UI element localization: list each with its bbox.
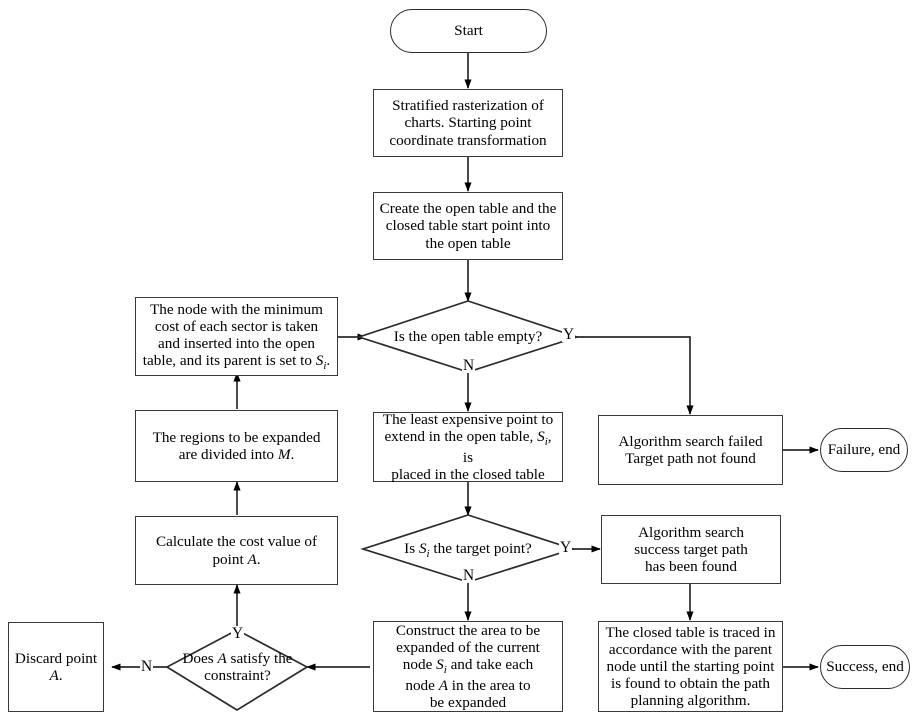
regions-line-2-pre: are divided into <box>178 446 278 463</box>
node-min-cost-insert[interactable]: The node with the minimum cost of each s… <box>135 297 338 376</box>
trace-line-3: node until the starting point <box>606 658 775 675</box>
success-line-3: has been found <box>645 558 737 575</box>
discard-line-1: Discard point <box>14 649 98 667</box>
branch-label-istarget-yes: Y <box>559 539 573 556</box>
calccost-line-1: Calculate the cost value of <box>155 533 318 551</box>
branch-label-constraint-yes: Y <box>231 625 245 642</box>
calccost-line-2-post: . <box>256 550 261 568</box>
node-stratified-label: Stratified rasterization of charts. Star… <box>389 97 547 149</box>
least-line-3: placed in the closed table <box>391 465 545 483</box>
node-regions-text: The regions to be expanded are divided i… <box>153 429 321 463</box>
regions-symbol-m: M <box>277 446 291 463</box>
node-min-cost-text: The node with the minimum cost of each s… <box>143 301 330 372</box>
discard-symbol-a: A <box>49 667 59 684</box>
istarget-pre: Is <box>404 539 419 557</box>
node-regions-divided[interactable]: The regions to be expanded are divided i… <box>135 410 338 482</box>
construct-symbol-a: A <box>438 676 448 694</box>
trace-line-1: The closed table is traced in <box>605 623 776 641</box>
node-least-text: The least expensive point to extend in t… <box>378 411 558 482</box>
istarget-subscript-i: i <box>426 547 430 560</box>
success-line-1: Algorithm search <box>638 523 744 541</box>
min-cost-subscript-i: i <box>323 359 327 372</box>
node-construct-area[interactable]: Construct the area to be expanded of the… <box>373 621 563 712</box>
node-discard-point[interactable]: Discard point A. <box>8 622 104 712</box>
calccost-line-2-pre: point <box>212 550 248 568</box>
min-cost-line-3: and inserted into the open <box>158 334 315 352</box>
node-least-expensive-point[interactable]: The least expensive point to extend in t… <box>373 411 563 483</box>
node-failure-end[interactable]: Failure, end <box>820 428 908 472</box>
construct-line-3-post: and take each <box>446 656 534 674</box>
node-does-a-satisfy-constraint[interactable]: Does A satisfy the constraint? <box>165 648 310 686</box>
node-is-open-table-empty[interactable]: Is the open table empty? <box>348 325 588 349</box>
branch-label-constraint-no: N <box>140 658 154 675</box>
min-cost-line-1: The node with the minimum <box>150 300 323 318</box>
calccost-symbol-a: A <box>247 550 257 568</box>
istarget-post: the target point? <box>429 539 532 557</box>
node-create-tables[interactable]: Create the open table and the closed tab… <box>373 192 563 260</box>
branch-label-openempty-yes: Y <box>562 326 576 343</box>
regions-line-2-post: . <box>290 446 295 463</box>
node-trace-text: The closed table is traced in accordance… <box>606 624 776 709</box>
decision-constraint-text: Does A satisfy the constraint? <box>182 650 292 684</box>
construct-line-4-post: in the area to <box>447 676 531 694</box>
construct-line-3-pre: node <box>402 656 437 674</box>
regions-line-1: The regions to be expanded <box>152 428 321 446</box>
node-is-si-target-point[interactable]: Is Si the target point? <box>378 538 558 562</box>
node-start-label: Start <box>454 22 483 40</box>
construct-line-1: Construct the area to be <box>395 622 541 640</box>
trace-line-5: planning algorithm. <box>630 692 751 710</box>
least-line-2-pre: extend in the open table, <box>384 428 538 446</box>
min-cost-symbol-s: S <box>315 351 324 369</box>
trace-line-4: is found to obtain the path <box>610 675 770 693</box>
least-line-1: The least expensive point to <box>382 411 554 429</box>
node-success-text: Algorithm search success target path has… <box>634 524 748 575</box>
branch-label-openempty-no: N <box>462 357 476 374</box>
least-subscript-i: i <box>544 436 548 449</box>
least-line-2-post: , is <box>462 428 552 466</box>
node-calculate-cost[interactable]: Calculate the cost value of point A. <box>135 516 338 585</box>
decision-istarget-text: Is Si the target point? <box>404 540 532 560</box>
node-search-success[interactable]: Algorithm search success target path has… <box>601 515 781 584</box>
trace-line-2: accordance with the parent <box>608 640 773 658</box>
failed-line-2: Target path not found <box>625 450 756 467</box>
node-start[interactable]: Start <box>390 9 547 53</box>
constraint-line-1-pre: Does <box>182 649 218 667</box>
branch-label-istarget-no: N <box>462 567 476 584</box>
min-cost-line-2: cost of each sector is taken <box>154 317 319 335</box>
node-construct-text: Construct the area to be expanded of the… <box>396 622 540 710</box>
construct-line-2: expanded of the current <box>396 639 540 657</box>
constraint-line-1-post: satisfy the <box>226 649 293 667</box>
success-line-2: success target path <box>634 540 748 558</box>
least-symbol-s: S <box>537 428 545 446</box>
istarget-symbol-s: S <box>418 539 427 557</box>
construct-line-5: be expanded <box>429 693 507 711</box>
constraint-symbol-a: A <box>217 649 227 667</box>
node-failed-text: Algorithm search failed Target path not … <box>618 433 762 467</box>
connector-openempty-yes-to-failed <box>577 336 694 415</box>
node-stratified-rasterization[interactable]: Stratified rasterization of charts. Star… <box>373 89 563 157</box>
decision-openempty-label: Is the open table empty? <box>393 328 543 346</box>
discard-line-2-post: . <box>58 667 63 684</box>
construct-symbol-s: S <box>436 656 444 674</box>
node-calccost-text: Calculate the cost value of point A. <box>156 533 317 567</box>
node-trace-closed-table[interactable]: The closed table is traced in accordance… <box>598 621 783 712</box>
min-cost-line-4-pre: table, and its parent is set to <box>142 351 316 369</box>
constraint-line-2: constraint? <box>204 667 271 684</box>
construct-subscript-i: i <box>443 664 447 677</box>
node-discard-text: Discard point A. <box>15 650 97 684</box>
node-failure-end-label: Failure, end <box>827 441 901 459</box>
node-success-end[interactable]: Success, end <box>820 645 910 689</box>
min-cost-line-4-post: . <box>326 351 331 369</box>
node-create-tables-label: Create the open table and the closed tab… <box>379 200 557 252</box>
construct-line-4-pre: node <box>405 676 439 694</box>
failed-line-1: Algorithm search failed <box>618 432 763 450</box>
node-success-end-label: Success, end <box>826 658 904 676</box>
node-search-failed[interactable]: Algorithm search failed Target path not … <box>598 415 783 485</box>
